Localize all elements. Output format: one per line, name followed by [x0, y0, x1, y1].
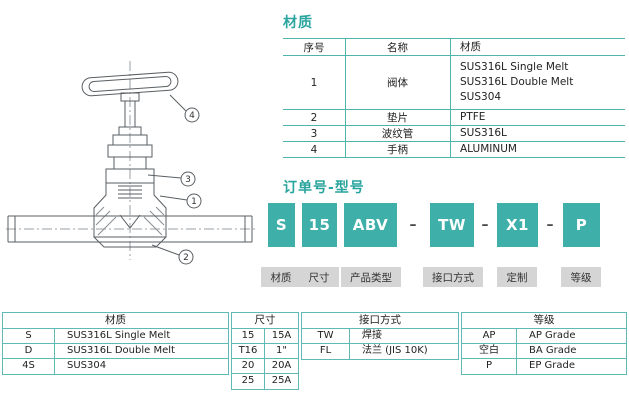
cell-no: 3 — [310, 127, 318, 140]
legend-title: 等级 — [462, 313, 626, 329]
header-no: 序号 — [303, 41, 325, 54]
order-label-custom: 定制 — [497, 267, 537, 287]
legend-code: FL — [302, 344, 350, 359]
legend-value: SUS316L Single Melt — [67, 330, 171, 341]
legend-row: P EP Grade — [462, 359, 626, 374]
legend-value: 焊接 — [362, 330, 382, 341]
material-table-row: 1 阀体 SUS316L Single Melt SUS316L Double … — [283, 56, 625, 110]
legend-value: BA Grade — [529, 345, 577, 356]
cell-material: PTFE — [460, 111, 486, 123]
legend-value: 15A — [271, 330, 292, 341]
legend-code: 空白 — [462, 344, 517, 358]
legend-row: 20 20A — [232, 359, 298, 374]
legend-row: T16 1" — [232, 344, 298, 359]
order-code-grade: P — [563, 203, 600, 247]
material-line: SUS304 — [460, 91, 502, 103]
cell-no: 2 — [310, 111, 318, 124]
order-section-title: 订单号-型号 — [283, 180, 365, 196]
legend-row: 4S SUS304 — [3, 359, 228, 374]
legend-value: AP Grade — [529, 330, 576, 341]
material-table: 序号 名称 材质 1 阀体 SUS316L Single Melt SUS316… — [283, 38, 625, 158]
legend-code: 25 — [232, 374, 265, 389]
column-divider — [345, 38, 346, 158]
order-code-separator: – — [481, 217, 489, 233]
order-code-custom: X1 — [497, 203, 538, 247]
cell-no: 1 — [310, 76, 318, 89]
legend-row: 15 15A — [232, 329, 298, 344]
material-table-row: 3 波纹管 SUS316L — [283, 126, 625, 142]
order-label-material: 材质 — [261, 267, 301, 287]
order-code-separator: – — [546, 217, 554, 233]
legend-row: 空白 BA Grade — [462, 344, 626, 359]
material-line: SUS316L Single Melt — [460, 61, 569, 73]
legend-code: 4S — [3, 359, 55, 374]
material-section-title: 材质 — [283, 15, 313, 31]
legend-row: S SUS316L Single Melt — [3, 329, 228, 344]
valve-diagram: 4 3 1 2 — [6, 61, 256, 265]
legend-code: TW — [302, 329, 350, 343]
legend-code: P — [462, 359, 517, 374]
header-material: 材质 — [460, 40, 481, 53]
legend-value: 20A — [271, 360, 292, 371]
order-code-separator: – — [409, 217, 417, 233]
legend-table-size: 尺寸 15 15A T16 1" 20 20A 25 25A — [231, 312, 299, 390]
material-table-row: 2 垫片 PTFE — [283, 110, 625, 126]
order-label-connection: 接口方式 — [423, 267, 483, 287]
cell-material: SUS316L — [460, 127, 507, 139]
legend-title: 接口方式 — [302, 313, 458, 329]
cell-name: 阀体 — [387, 77, 408, 89]
cell-name: 手柄 — [387, 144, 408, 156]
legend-row: TW 焊接 — [302, 329, 458, 344]
order-code-size: 15 — [302, 203, 337, 247]
order-code-material: S — [268, 203, 295, 247]
callout-4: 4 — [189, 111, 195, 121]
cell-material: SUS316L Single Melt SUS316L Double Melt … — [450, 60, 625, 105]
order-label-size: 尺寸 — [299, 267, 339, 287]
legend-table-material: 材质 S SUS316L Single Melt D SUS316L Doubl… — [2, 312, 229, 375]
column-divider — [450, 38, 451, 158]
legend-code: AP — [462, 329, 517, 343]
legend-code: S — [3, 329, 55, 343]
legend-code: 15 — [232, 329, 265, 343]
cell-name: 垫片 — [387, 112, 408, 124]
callout-3: 3 — [185, 175, 191, 185]
legend-title: 尺寸 — [232, 313, 298, 329]
legend-row: D SUS316L Double Melt — [3, 344, 228, 359]
legend-code: T16 — [232, 344, 265, 358]
bellows — [118, 185, 142, 199]
cell-no: 4 — [310, 143, 318, 156]
callout-1: 1 — [191, 197, 197, 207]
legend-title: 材质 — [3, 313, 228, 329]
header-name: 名称 — [387, 41, 408, 54]
legend-value: SUS304 — [67, 360, 107, 371]
legend-table-connection: 接口方式 TW 焊接 FL 法兰 (JIS 10K) — [301, 312, 459, 360]
legend-code: 20 — [232, 359, 265, 373]
cell-material: ALUMINUM — [460, 143, 517, 155]
legend-code: D — [3, 344, 55, 358]
order-code-connection: TW — [430, 203, 474, 247]
valve-body — [93, 183, 167, 238]
order-code-product-type: ABV — [344, 203, 397, 247]
legend-row: FL 法兰 (JIS 10K) — [302, 344, 458, 359]
material-line: SUS316L Double Melt — [460, 76, 574, 88]
legend-value: 法兰 (JIS 10K) — [362, 345, 428, 356]
cell-name: 波纹管 — [381, 128, 414, 140]
legend-row: AP AP Grade — [462, 329, 626, 344]
legend-value: 25A — [271, 375, 292, 386]
legend-value: SUS316L Double Melt — [67, 345, 175, 356]
material-table-row: 4 手柄 ALUMINUM — [283, 142, 625, 158]
legend-value: EP Grade — [529, 360, 576, 371]
legend-row: 25 25A — [232, 374, 298, 389]
callout-2: 2 — [183, 253, 189, 263]
material-table-header-row: 序号 名称 材质 — [283, 38, 625, 56]
legend-table-grade: 等级 AP AP Grade 空白 BA Grade P EP Grade — [461, 312, 627, 375]
legend-value: 1" — [276, 345, 287, 356]
order-label-grade: 等级 — [561, 267, 601, 287]
order-label-product-type: 产品类型 — [341, 267, 401, 287]
